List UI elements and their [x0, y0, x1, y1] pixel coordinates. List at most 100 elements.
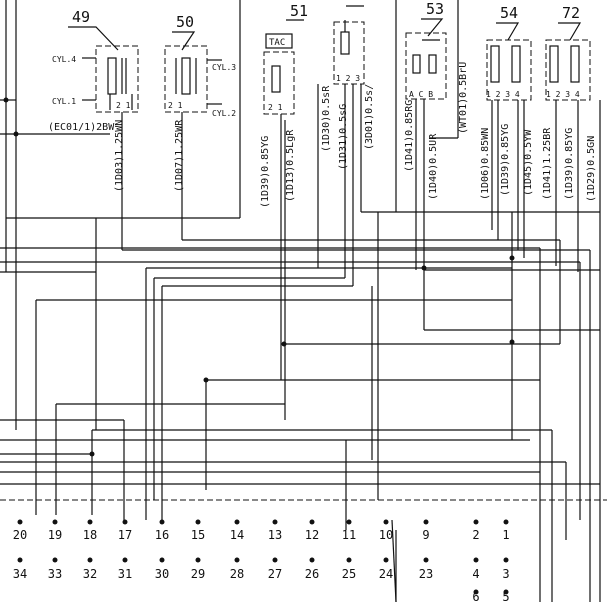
terminal-label-23: 23 — [419, 567, 433, 581]
wire-label-1d39a: (1D39)0.85YG — [260, 136, 271, 208]
terminal-dot-19 — [52, 519, 58, 525]
component-51: 51 TAC 2 1 — [263, 2, 308, 115]
ec01-wire-label: (EC01/1)2BW — [48, 122, 115, 133]
component-52-pins: 1 2 3 — [336, 74, 360, 83]
component-54-number: 54 — [500, 4, 518, 22]
terminal-label-30: 30 — [155, 567, 169, 581]
wire-labels: (1D03)1.25WN (1D07)1.25WR (1D39)0.85YG (… — [114, 62, 597, 208]
terminal-dot-5 — [503, 589, 509, 595]
terminal-dot-1 — [503, 519, 509, 525]
component-72-number: 72 — [562, 4, 580, 22]
component-53: 53 A C B — [405, 0, 447, 100]
wire-label-1d31: (1D31)0.5sG — [338, 104, 349, 170]
wire-label-1d39c: (1D39)0.85YG — [564, 128, 575, 200]
terminal-label-24: 24 — [379, 567, 393, 581]
terminal-label-26: 26 — [305, 567, 319, 581]
terminal-dot-4 — [473, 557, 479, 563]
wire-label-1d30: (1D30)0.5sR — [321, 85, 332, 152]
terminal-label-4: 4 — [472, 567, 479, 581]
terminal-dot-12 — [309, 519, 315, 525]
terminal-label-12: 12 — [305, 528, 319, 542]
terminal-dot-33 — [52, 557, 58, 563]
terminal-label-3: 3 — [502, 567, 509, 581]
component-50-pins: 2 1 — [168, 101, 183, 110]
component-53-pins: A C B — [409, 90, 433, 99]
terminal-dot-9 — [423, 519, 429, 525]
component-54: 54 1 2 3 4 — [486, 4, 532, 101]
component-49: 49 CYL.4 CYL.1 2 1 — [52, 8, 139, 113]
component-72-pins: 1 2 3 4 — [546, 90, 580, 99]
wire-label-1d41a: (1D41)0.85RG — [404, 100, 415, 172]
wire-label-1d39b: (1D39)0.85YG — [500, 124, 511, 196]
component-49-number: 49 — [72, 8, 90, 26]
terminal-label-28: 28 — [230, 567, 244, 581]
component-49-pins: 2 1 — [116, 101, 131, 110]
terminal-dot-28 — [234, 557, 240, 563]
cyl4-label: CYL.4 — [52, 55, 76, 64]
component-72: 72 1 2 3 4 — [545, 4, 591, 101]
terminal-dot-17 — [122, 519, 128, 525]
terminal-label-10: 10 — [379, 528, 393, 542]
terminal-label-6: 6 — [472, 590, 479, 602]
cyl1-label: CYL.1 — [52, 97, 76, 106]
terminal-dot-23 — [423, 557, 429, 563]
terminal-label-9: 9 — [422, 528, 429, 542]
terminal-dot-24 — [383, 557, 389, 563]
terminal-label-5: 5 — [502, 590, 509, 602]
terminal-label-17: 17 — [118, 528, 132, 542]
wire-label-1d41b: (1D41)1.25BR — [542, 127, 553, 200]
terminal-dot-6 — [473, 589, 479, 595]
terminal-dot-13 — [272, 519, 278, 525]
wire-label-1d07: (1D07)1.25WR — [174, 119, 185, 192]
wire-label-1d29: (1D29)0.5GN — [586, 136, 597, 202]
terminal-label-13: 13 — [268, 528, 282, 542]
terminal-dot-18 — [87, 519, 93, 525]
terminal-dot-16 — [159, 519, 165, 525]
component-52: 1 2 3 — [333, 5, 365, 85]
terminal-label-11: 11 — [342, 528, 356, 542]
cyl3-label: CYL.3 — [212, 63, 236, 72]
component-51-pins: 2 1 — [268, 103, 283, 112]
terminal-label-2: 2 — [472, 528, 479, 542]
terminal-dot-26 — [309, 557, 315, 563]
terminal-label-20: 20 — [13, 528, 27, 542]
terminal-label-15: 15 — [191, 528, 205, 542]
wire-label-1d03: (1D03)1.25WN — [114, 120, 125, 192]
terminal-dot-25 — [346, 557, 352, 563]
terminal-label-29: 29 — [191, 567, 205, 581]
terminal-label-34: 34 — [13, 567, 27, 581]
terminal-label-27: 27 — [268, 567, 282, 581]
wire-label-wt01: (WT01)0.5BrU — [458, 62, 469, 134]
junction-dots — [3, 97, 515, 457]
wire-label-1d40: (1D40)0.5UR — [428, 133, 439, 200]
wire-label-1d45: (1D45)0.5YW — [523, 129, 534, 196]
terminal-label-32: 32 — [83, 567, 97, 581]
terminal-dot-15 — [195, 519, 201, 525]
terminal-dot-3 — [503, 557, 509, 563]
terminal-dot-2 — [473, 519, 479, 525]
tac-tag: TAC — [269, 38, 285, 48]
wire-label-3d01: (3D01)0.5s/ — [364, 84, 375, 150]
terminal-label-1: 1 — [502, 528, 509, 542]
component-50: 50 CYL.3 CYL.2 2 1 — [164, 13, 236, 118]
terminal-dot-30 — [159, 557, 165, 563]
component-50-number: 50 — [176, 13, 194, 31]
terminal-label-31: 31 — [118, 567, 132, 581]
terminal-dot-14 — [234, 519, 240, 525]
terminal-dot-11 — [346, 519, 352, 525]
terminal-label-33: 33 — [48, 567, 62, 581]
wire-label-1d06: (1D06)0.85WN — [480, 128, 491, 200]
terminal-dot-31 — [122, 557, 128, 563]
wire-label-1d13: (1D13)0.5LgR — [285, 129, 296, 202]
component-51-number: 51 — [290, 2, 308, 20]
component-54-pins: 1 2 3 4 — [486, 90, 520, 99]
terminal-dot-27 — [272, 557, 278, 563]
terminal-label-16: 16 — [155, 528, 169, 542]
terminal-dot-20 — [17, 519, 23, 525]
terminal-label-18: 18 — [83, 528, 97, 542]
component-53-number: 53 — [426, 0, 444, 18]
terminal-label-19: 19 — [48, 528, 62, 542]
